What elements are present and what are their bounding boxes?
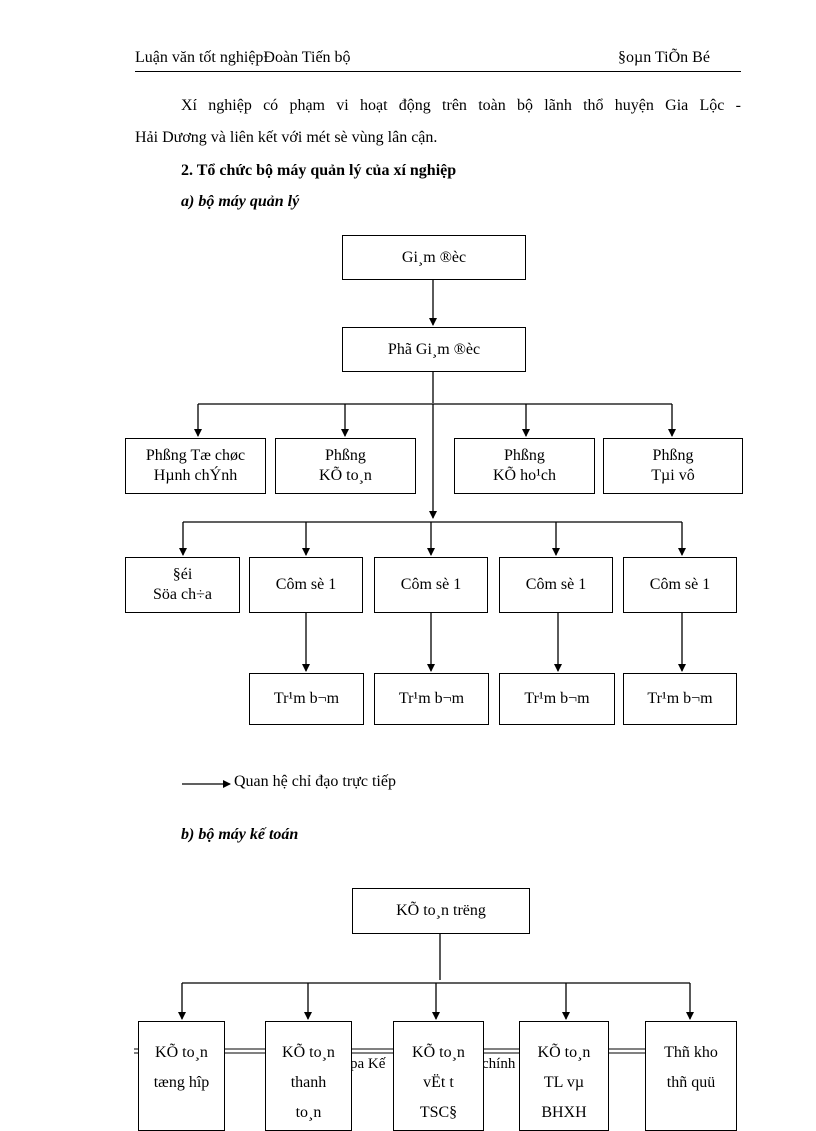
treasurer-box: Thñ kho thñ quü xyxy=(645,1021,737,1131)
accountant-box-payroll: KÕ to¸n TL vµ BHXH xyxy=(519,1021,609,1131)
dept-box-accounting: Phßng KÕ to¸n xyxy=(275,438,416,494)
accountant-label-line2: TL vµ xyxy=(543,1074,585,1091)
dept-label-line1: Phßng xyxy=(504,447,545,464)
cluster-box: Côm sè 1 xyxy=(374,557,488,613)
accountant-label-line2: tæng hîp xyxy=(153,1074,210,1091)
subsection-b: b) bộ máy kế toán xyxy=(181,826,299,843)
cluster-box: Côm sè 1 xyxy=(249,557,363,613)
cluster-box: Côm sè 1 xyxy=(499,557,613,613)
accountant-box-general: KÕ to¸n tæng hîp xyxy=(138,1021,225,1131)
director-box: Gi¸m ®èc xyxy=(342,235,526,280)
chief-accountant-label: KÕ to¸n tr­ëng xyxy=(396,902,486,919)
director-label: Gi¸m ®èc xyxy=(401,248,467,266)
chief-accountant-box: KÕ to¸n tr­ëng xyxy=(352,888,530,934)
accountant-label-line3: to¸n xyxy=(295,1104,322,1121)
pump-station-label: Tr¹m b¬m xyxy=(398,690,465,707)
repair-label-line2: Söa ch÷a xyxy=(153,586,212,603)
accountant-label-line2: thanh xyxy=(290,1074,327,1091)
cluster-label: Côm sè 1 xyxy=(275,576,337,593)
intro-line-2: Hải Dương và liên kết với mét sè vùng lâ… xyxy=(135,129,438,146)
header-divider xyxy=(135,71,741,72)
dept-label-line2: Hµnh chÝnh xyxy=(153,467,238,484)
pump-station-box: Tr¹m b¬m xyxy=(499,673,615,725)
deputy-director-label: Phã Gi¸m ®èc xyxy=(387,340,481,358)
accountant-label-line2: thñ quü xyxy=(666,1074,716,1091)
pump-station-label: Tr¹m b¬m xyxy=(647,690,713,707)
accountant-label-line1: KÕ to¸n xyxy=(412,1044,465,1061)
accountant-label-line1: KÕ to¸n xyxy=(282,1044,335,1061)
accountant-label-line1: Thñ kho xyxy=(664,1044,718,1061)
legend-label: Quan hệ chỉ đạo trực tiếp xyxy=(234,773,396,790)
accountant-label-line1: KÕ to¸n xyxy=(155,1044,208,1061)
intro-line-1: Xí nghiệp có phạm vi hoạt động trên toàn… xyxy=(181,97,741,114)
overlap-text-fragment: chính xyxy=(482,1056,516,1072)
accountant-label-line3: BHXH xyxy=(541,1104,587,1121)
cluster-box: Côm sè 1 xyxy=(623,557,737,613)
dept-box-planning: Phßng KÕ ho¹ch xyxy=(454,438,595,494)
dept-label-line2: KÕ ho¹ch xyxy=(492,467,556,484)
pump-station-box: Tr¹m b¬m xyxy=(623,673,737,725)
dept-label-line1: Phßng Tæ chøc xyxy=(145,447,246,464)
accountant-box-payment: KÕ to¸n thanh to¸n xyxy=(265,1021,352,1131)
dept-label-line1: Phßng xyxy=(325,447,366,464)
overlap-text-fragment: pa Kế xyxy=(350,1056,386,1072)
dept-label-line2: Tµi vô xyxy=(651,467,695,484)
cluster-label: Côm sè 1 xyxy=(525,576,587,593)
subsection-a: a) bộ máy quản lý xyxy=(181,193,300,210)
pump-station-box: Tr¹m b¬m xyxy=(374,673,489,725)
header-right: §oµn TiÕn Bé xyxy=(618,49,710,66)
pump-station-label: Tr¹m b¬m xyxy=(273,690,340,707)
pump-station-box: Tr¹m b¬m xyxy=(249,673,364,725)
accountant-label-line1: KÕ to¸n xyxy=(537,1044,591,1061)
repair-label-line1: §éi xyxy=(172,566,193,583)
cluster-label: Côm sè 1 xyxy=(649,576,711,593)
section-title: 2. Tổ chức bộ máy quản lý của xí nghiệp xyxy=(181,162,457,179)
accountant-box-materials: KÕ to¸n vËt t TSC§ xyxy=(393,1021,484,1131)
dept-label-line2: KÕ to¸n xyxy=(319,467,372,484)
dept-label-line1: Phßng xyxy=(652,447,694,464)
cluster-label: Côm sè 1 xyxy=(400,576,462,593)
accountant-label-line2: vËt t xyxy=(423,1074,454,1091)
header-left: Luận văn tốt nghiệpĐoàn Tiến bộ xyxy=(135,49,351,66)
pump-station-label: Tr¹m b¬m xyxy=(524,690,590,707)
accountant-label-line3: TSC§ xyxy=(419,1104,458,1121)
deputy-director-box: Phã Gi¸m ®èc xyxy=(342,327,526,372)
